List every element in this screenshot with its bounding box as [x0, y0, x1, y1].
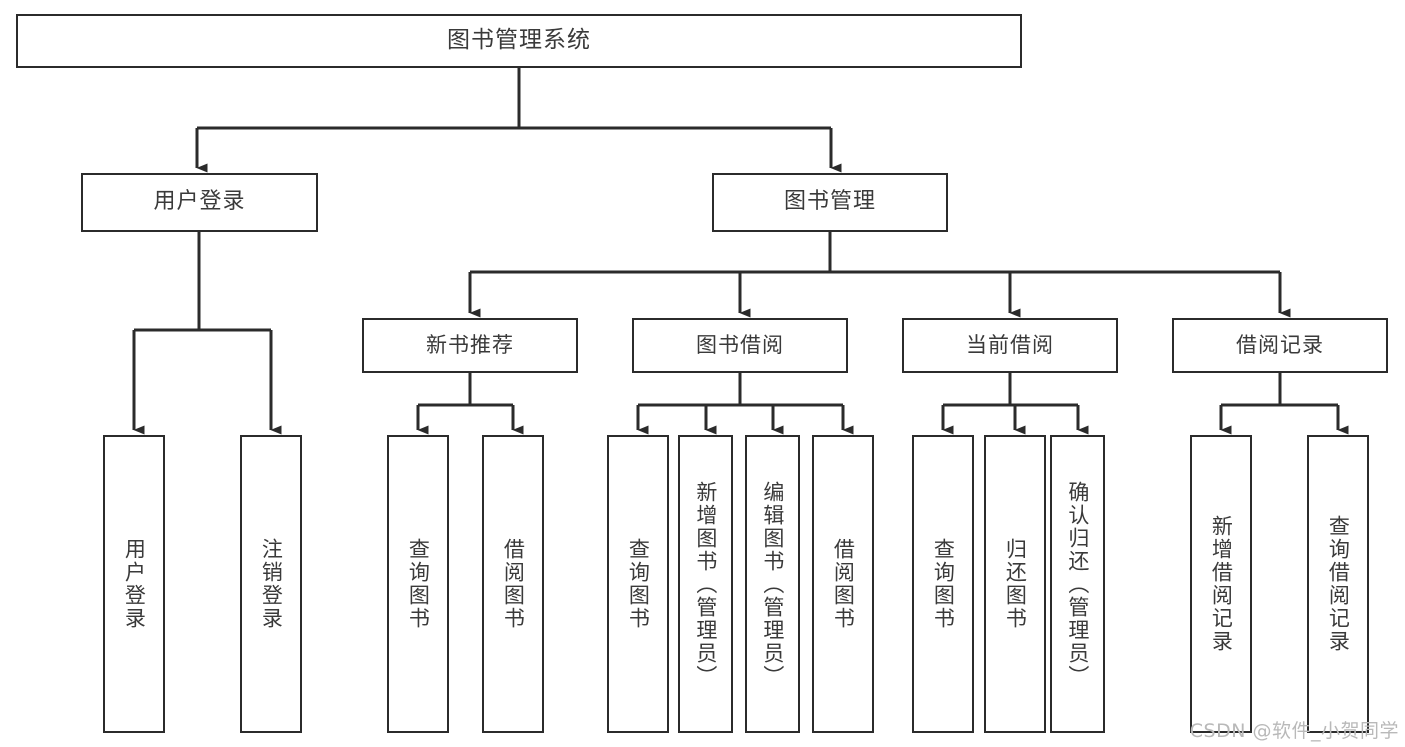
node-new-book-rec[interactable]: 新书推荐 — [362, 318, 578, 373]
node-leaf-query-book-2[interactable]: 查询图书 — [607, 435, 669, 733]
node-leaf-query-book-1-label: 查询图书 — [406, 538, 431, 630]
node-current-borrow-label: 当前借阅 — [966, 332, 1054, 357]
node-current-borrow[interactable]: 当前借阅 — [902, 318, 1118, 373]
node-leaf-edit-book[interactable]: 编辑图书（管理员） — [745, 435, 800, 733]
node-borrow-record[interactable]: 借阅记录 — [1172, 318, 1388, 373]
node-new-book-rec-label: 新书推荐 — [426, 332, 514, 357]
node-root-label: 图书管理系统 — [447, 27, 591, 54]
node-user-login-label: 用户登录 — [153, 189, 246, 215]
node-leaf-logout[interactable]: 注销登录 — [240, 435, 302, 733]
node-leaf-return-book[interactable]: 归还图书 — [984, 435, 1046, 733]
node-book-manage-label: 图书管理 — [783, 189, 876, 215]
node-leaf-query-record-label: 查询借阅记录 — [1326, 515, 1351, 653]
node-leaf-borrow-book-1[interactable]: 借阅图书 — [482, 435, 544, 733]
node-leaf-borrow-book-1-label: 借阅图书 — [501, 538, 526, 630]
node-leaf-logout-label: 注销登录 — [259, 538, 284, 630]
node-book-borrow[interactable]: 图书借阅 — [632, 318, 848, 373]
node-leaf-borrow-book-2[interactable]: 借阅图书 — [812, 435, 874, 733]
node-book-manage[interactable]: 图书管理 — [712, 173, 948, 232]
node-leaf-confirm-return-label: 确认归还（管理员） — [1065, 480, 1090, 688]
node-leaf-edit-book-label: 编辑图书（管理员） — [760, 480, 785, 688]
node-leaf-query-book-1[interactable]: 查询图书 — [387, 435, 449, 733]
node-leaf-add-book-label: 新增图书（管理员） — [693, 480, 718, 688]
node-user-login[interactable]: 用户登录 — [81, 173, 318, 232]
node-leaf-query-book-2-label: 查询图书 — [626, 538, 651, 630]
node-book-borrow-label: 图书借阅 — [696, 332, 784, 357]
node-leaf-user-login[interactable]: 用户登录 — [103, 435, 165, 733]
node-leaf-borrow-book-2-label: 借阅图书 — [831, 538, 856, 630]
node-leaf-add-record-label: 新增借阅记录 — [1209, 515, 1234, 653]
node-leaf-confirm-return[interactable]: 确认归还（管理员） — [1050, 435, 1105, 733]
node-leaf-return-book-label: 归还图书 — [1003, 538, 1028, 630]
node-leaf-query-record[interactable]: 查询借阅记录 — [1307, 435, 1369, 733]
node-root[interactable]: 图书管理系统 — [16, 14, 1022, 68]
node-leaf-add-book[interactable]: 新增图书（管理员） — [678, 435, 733, 733]
node-leaf-add-record[interactable]: 新增借阅记录 — [1190, 435, 1252, 733]
node-leaf-query-book-3-label: 查询图书 — [931, 538, 956, 630]
node-borrow-record-label: 借阅记录 — [1236, 332, 1324, 357]
node-leaf-query-book-3[interactable]: 查询图书 — [912, 435, 974, 733]
node-leaf-user-login-label: 用户登录 — [122, 538, 147, 630]
